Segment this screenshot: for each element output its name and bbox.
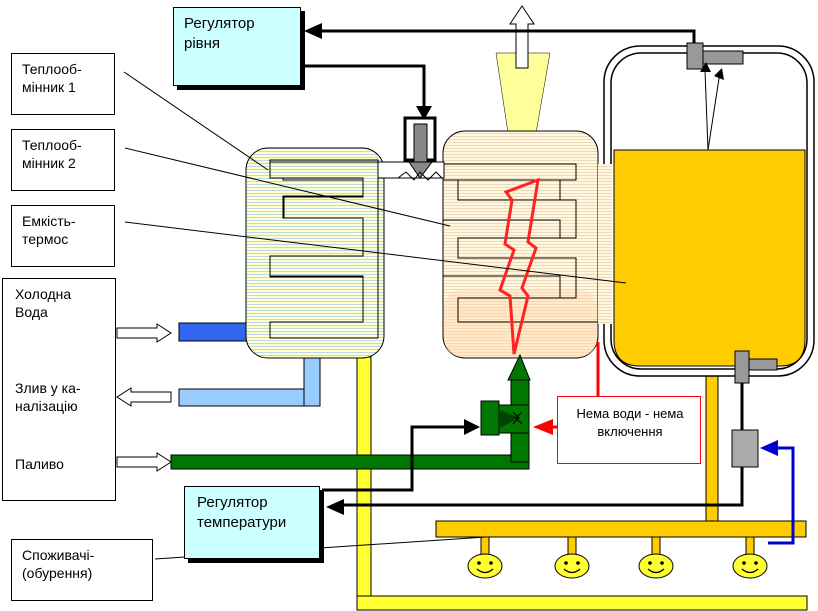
- temperature-regulator-box: Регулятор температури: [184, 486, 320, 559]
- heat-exchanger-2-label-box: Теплооб-мінник 2: [11, 129, 115, 191]
- tank-side-insulation: [598, 164, 612, 324]
- sensor-icon: [686, 42, 744, 151]
- level-control-valve: [397, 116, 443, 181]
- level-regulator-label: Регулятор рівня: [184, 15, 255, 52]
- fuel-pipe: [170, 454, 530, 470]
- cold-water-label: Холодна Вода: [15, 286, 72, 320]
- leader-heat-exchanger-2: [124, 147, 451, 227]
- fuel-arrow: [116, 452, 172, 472]
- heat-exchanger-2-coil-inner: [443, 179, 561, 298]
- cold-water-arrow: [116, 323, 172, 343]
- inputs-label-box: Холодна Вода Злив у ка-налізацію Паливо: [2, 278, 116, 501]
- heat-exchanger-1-coil-lines: [269, 161, 379, 339]
- drain-pipe-riser: [303, 356, 321, 407]
- smiley-face-icon: [732, 553, 768, 579]
- flame-icon: [498, 177, 540, 355]
- valve-icon: [480, 400, 530, 436]
- leader-heat-exchanger-1: [123, 71, 269, 171]
- heat-exchanger-2-label: Теплооб-мінник 2: [22, 137, 82, 171]
- temperature-control-line: [322, 425, 466, 492]
- level-signal-line: [318, 29, 696, 43]
- level-control-line: [302, 64, 426, 108]
- thermos-tank-label: Емкість-термос: [22, 213, 76, 247]
- leader-thermos-tank: [124, 221, 627, 284]
- heat-exchanger-1-label: Теплооб-мінник 1: [22, 61, 82, 95]
- thermos-tank-label-box: Емкість-термос: [11, 205, 115, 267]
- thermos-tank-liquid: [613, 149, 806, 367]
- consumers-group: [467, 553, 768, 579]
- consumer-drops: [480, 536, 755, 558]
- smiley-face-icon: [554, 553, 590, 579]
- drain-label: Злив у ка-налізацію: [15, 380, 81, 414]
- no-water-warning-label: Нема води - нема включення: [576, 406, 684, 439]
- drain-pipe: [178, 388, 320, 407]
- hot-pipe-bottom: [356, 595, 808, 611]
- fuel-label: Паливо: [15, 456, 64, 472]
- level-regulator-box: Регулятор рівня: [173, 7, 301, 86]
- hot-pipe-riser-left: [356, 356, 372, 608]
- consumers-label-box: Споживачі-(обурення): [11, 539, 153, 601]
- heat-exchanger-1-label-box: Теплооб-мінник 1: [11, 53, 115, 115]
- consumers-label: Споживачі-(обурення): [22, 547, 95, 581]
- temperature-regulator-label: Регулятор температури: [197, 494, 287, 531]
- temperature-signal-box: [731, 429, 759, 468]
- smiley-face-icon: [467, 553, 503, 579]
- drain-arrow: [116, 387, 172, 407]
- consumer-signal-line: [768, 446, 795, 545]
- consumer-manifold: [435, 520, 807, 538]
- temp-signal-arrow: [326, 499, 344, 515]
- smiley-face-icon: [638, 553, 674, 579]
- no-water-warning-box: Нема води - нема включення: [557, 396, 701, 464]
- chimney-exhaust-arrow: [509, 5, 535, 69]
- hot-pipe-tank-outlet: [705, 367, 719, 523]
- burner-nozzle: [507, 353, 531, 381]
- temperature-sensor: [734, 350, 778, 384]
